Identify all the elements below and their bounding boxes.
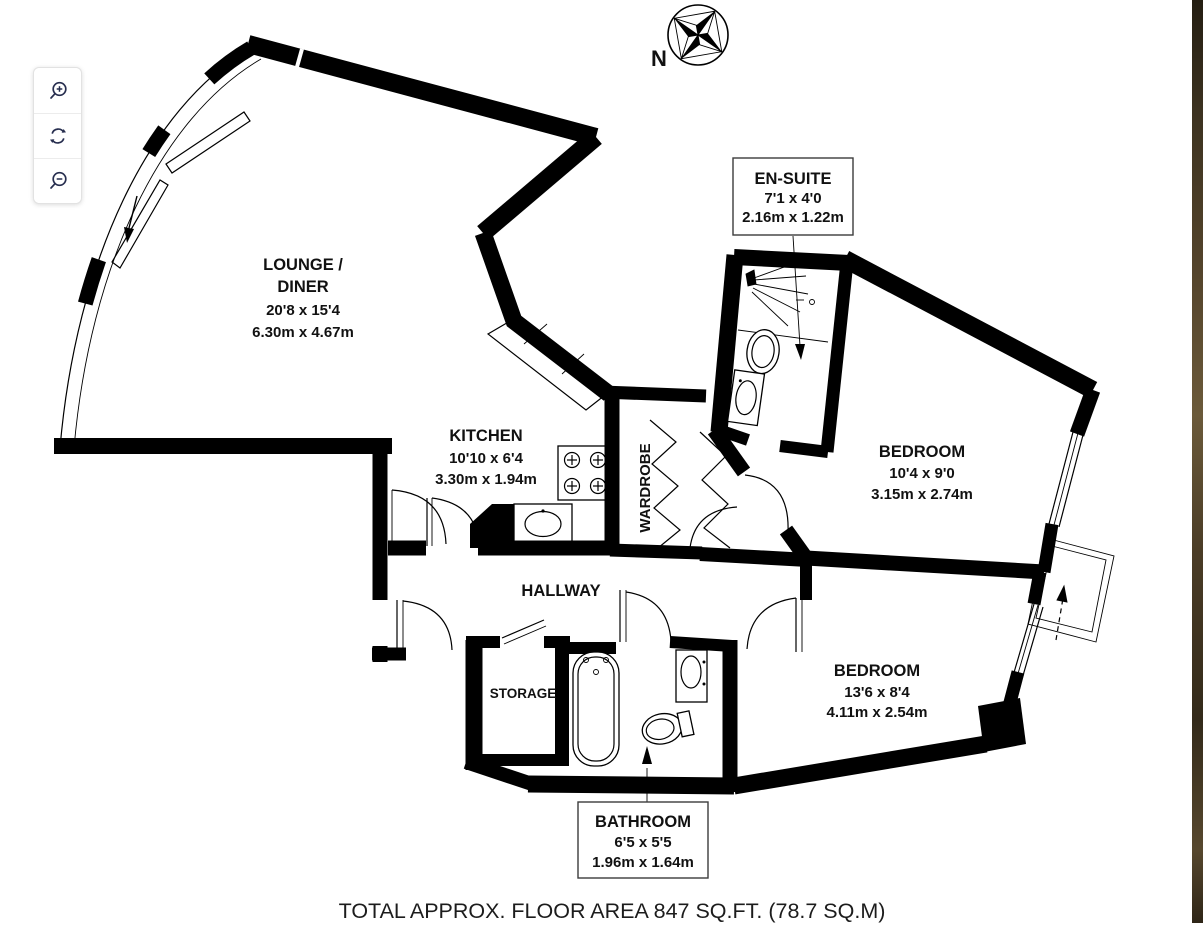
viewer-toolbar [33,67,82,204]
ensuite-sink-icon [726,369,766,427]
room-storage-walls [465,619,570,770]
bedroom2-label: BEDROOM [834,662,920,680]
kitchen-counter-wall [470,504,514,548]
hob-icon [557,445,613,501]
magnifier-minus-icon [49,171,67,189]
room-bedroom2-walls [732,537,1115,795]
ensuite-label: EN-SUITE [754,170,831,188]
magnifier-plus-icon [49,81,67,99]
ensuite-toilet-icon [746,329,780,375]
kitchen-imperial: 10'10 x 6'4 [449,450,524,467]
lounge-imperial: 20'8 x 15'4 [266,302,341,319]
north-label: N [651,46,667,71]
rotate-button[interactable] [34,113,81,158]
bathtub-icon [572,651,620,767]
shower-icon [745,261,815,327]
compass-rose-icon: N [651,4,729,71]
toilet-icon [641,710,695,745]
bedroom1-label: BEDROOM [879,443,965,461]
bathroom-metric: 1.96m x 1.64m [592,854,694,871]
zoom-out-button[interactable] [34,158,81,203]
bedroom1-metric: 3.15m x 2.74m [871,486,973,503]
kitchen-label: KITCHEN [449,427,522,445]
lounge-label-1: LOUNGE / [263,256,343,274]
bedroom2-imperial: 13'6 x 8'4 [844,684,910,701]
room-ensuite [710,249,854,458]
balcony-detail [1027,537,1115,643]
bedroom1-imperial: 10'4 x 9'0 [889,465,955,482]
bathroom-callout: BATHROOM 6'5 x 5'5 1.96m x 1.64m [577,768,709,879]
bathroom-imperial: 6'5 x 5'5 [614,834,671,851]
ensuite-metric: 2.16m x 1.22m [742,209,844,226]
lounge-label-2: DINER [277,278,328,296]
lounge-metric: 6.30m x 4.67m [252,324,354,341]
wardrobe-label: WARDROBE [637,443,654,532]
hallway-label: HALLWAY [521,582,600,600]
bedroom2-metric: 4.11m x 2.54m [827,704,928,721]
bathroom-label: BATHROOM [595,813,691,831]
rotate-arrows-icon [49,128,66,144]
ensuite-callout: EN-SUITE 7'1 x 4'0 2.16m x 1.22m [732,157,854,360]
bathroom-sink-icon [675,649,708,703]
room-bathroom [463,590,738,795]
bathroom-arrow [642,746,652,764]
next-image-edge[interactable] [1192,0,1203,923]
total-area-text: TOTAL APPROX. FLOOR AREA 847 SQ.FT. (78.… [339,899,886,923]
storage-label: STORAGE [490,686,557,701]
zoom-in-button[interactable] [34,68,81,113]
room-kitchen [391,316,613,548]
room-bedroom1-walls [707,251,1101,580]
ensuite-imperial: 7'1 x 4'0 [764,190,821,207]
room-lounge-walls [52,35,615,454]
kitchen-metric: 3.30m x 1.94m [435,471,537,488]
